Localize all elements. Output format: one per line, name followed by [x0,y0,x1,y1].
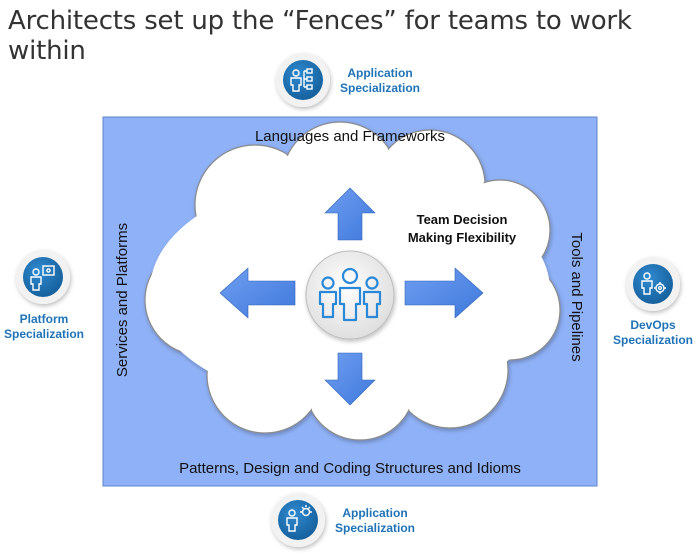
specialization-left-line1: Platform [19,312,69,326]
team-decision-line2: Making Flexibility [408,230,517,245]
arrow-right [404,267,484,319]
specialization-right-line2: Specialization [612,333,694,347]
specialization-bottom-line1: Application [342,506,408,520]
fence-label-right: Tools and Pipelines [568,232,585,361]
badge-bottom [271,493,325,547]
specialization-label-bottom: Application Specialization [325,506,425,536]
badge-top [276,53,330,107]
specialization-right-line1: DevOps [630,318,676,332]
fence-label-bottom: Patterns, Design and Coding Structures a… [179,460,521,477]
specialization-label-top: Application Specialization [330,66,430,96]
gear-person-icon [641,272,666,295]
presenter-person-icon [30,265,55,291]
specialization-label-right: DevOps Specialization [606,318,700,348]
arrow-up [324,187,376,241]
specialization-bottom-line2: Specialization [334,521,416,535]
cloud-shape [144,121,561,441]
badge-left [16,250,70,304]
page-title: Architects set up the “Fences” for teams… [8,6,632,66]
hierarchy-person-icon [290,68,313,92]
fence-label-top: Languages and Frameworks [255,128,445,145]
arrow-left [219,267,296,319]
fence-label-left: Services and Platforms [114,223,131,377]
team-people-icon [305,250,395,340]
idea-person-icon [286,505,312,532]
specialization-label-left: Platform Specialization [0,312,88,342]
arrow-down [324,352,376,406]
specialization-left-line2: Specialization [3,327,85,341]
team-decision-line1: Team Decision [417,212,508,227]
specialization-top-line2: Specialization [339,81,421,95]
badge-right [626,257,680,311]
specialization-top-line1: Application [347,66,413,80]
